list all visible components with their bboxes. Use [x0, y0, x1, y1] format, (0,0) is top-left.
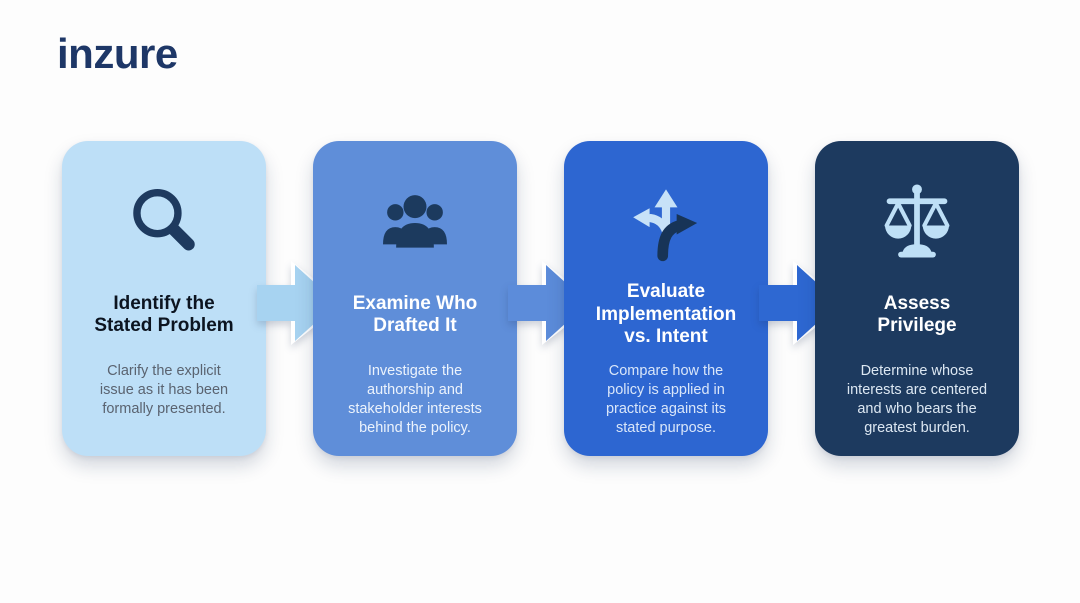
step-card-identify-problem: Identify the Stated Problem Clarify the … [62, 141, 266, 456]
step-description: Determine whose interests are centered a… [846, 363, 988, 436]
step-title: Identify the Stated Problem [94, 292, 234, 337]
step-description: Clarify the explicit issue as it has bee… [99, 363, 229, 417]
people-group-icon [373, 182, 457, 264]
arrow-shape [508, 265, 588, 341]
arrow-shape [759, 265, 839, 341]
step-card-assess-privilege: Assess Privilege Determine whose interes… [815, 141, 1019, 456]
step-title: Assess Privilege [877, 292, 957, 337]
step-title: Examine Who Drafted It [352, 292, 478, 337]
branching-arrows-icon [624, 182, 708, 264]
step-card-examine-drafters: Examine Who Drafted It Investigate the a… [313, 141, 517, 456]
scales-of-justice-icon [875, 182, 959, 264]
step-title: Evaluate Implementation vs. Intent [595, 281, 737, 348]
brand-logo: inzure [57, 30, 178, 77]
arrow-shape [257, 265, 337, 341]
magnifier-icon [122, 182, 206, 264]
step-description: Investigate the authorship and stakehold… [348, 363, 482, 436]
step-card-evaluate-implementation: Evaluate Implementation vs. Intent Compa… [564, 141, 768, 456]
step-description: Compare how the policy is applied in pra… [605, 363, 727, 436]
